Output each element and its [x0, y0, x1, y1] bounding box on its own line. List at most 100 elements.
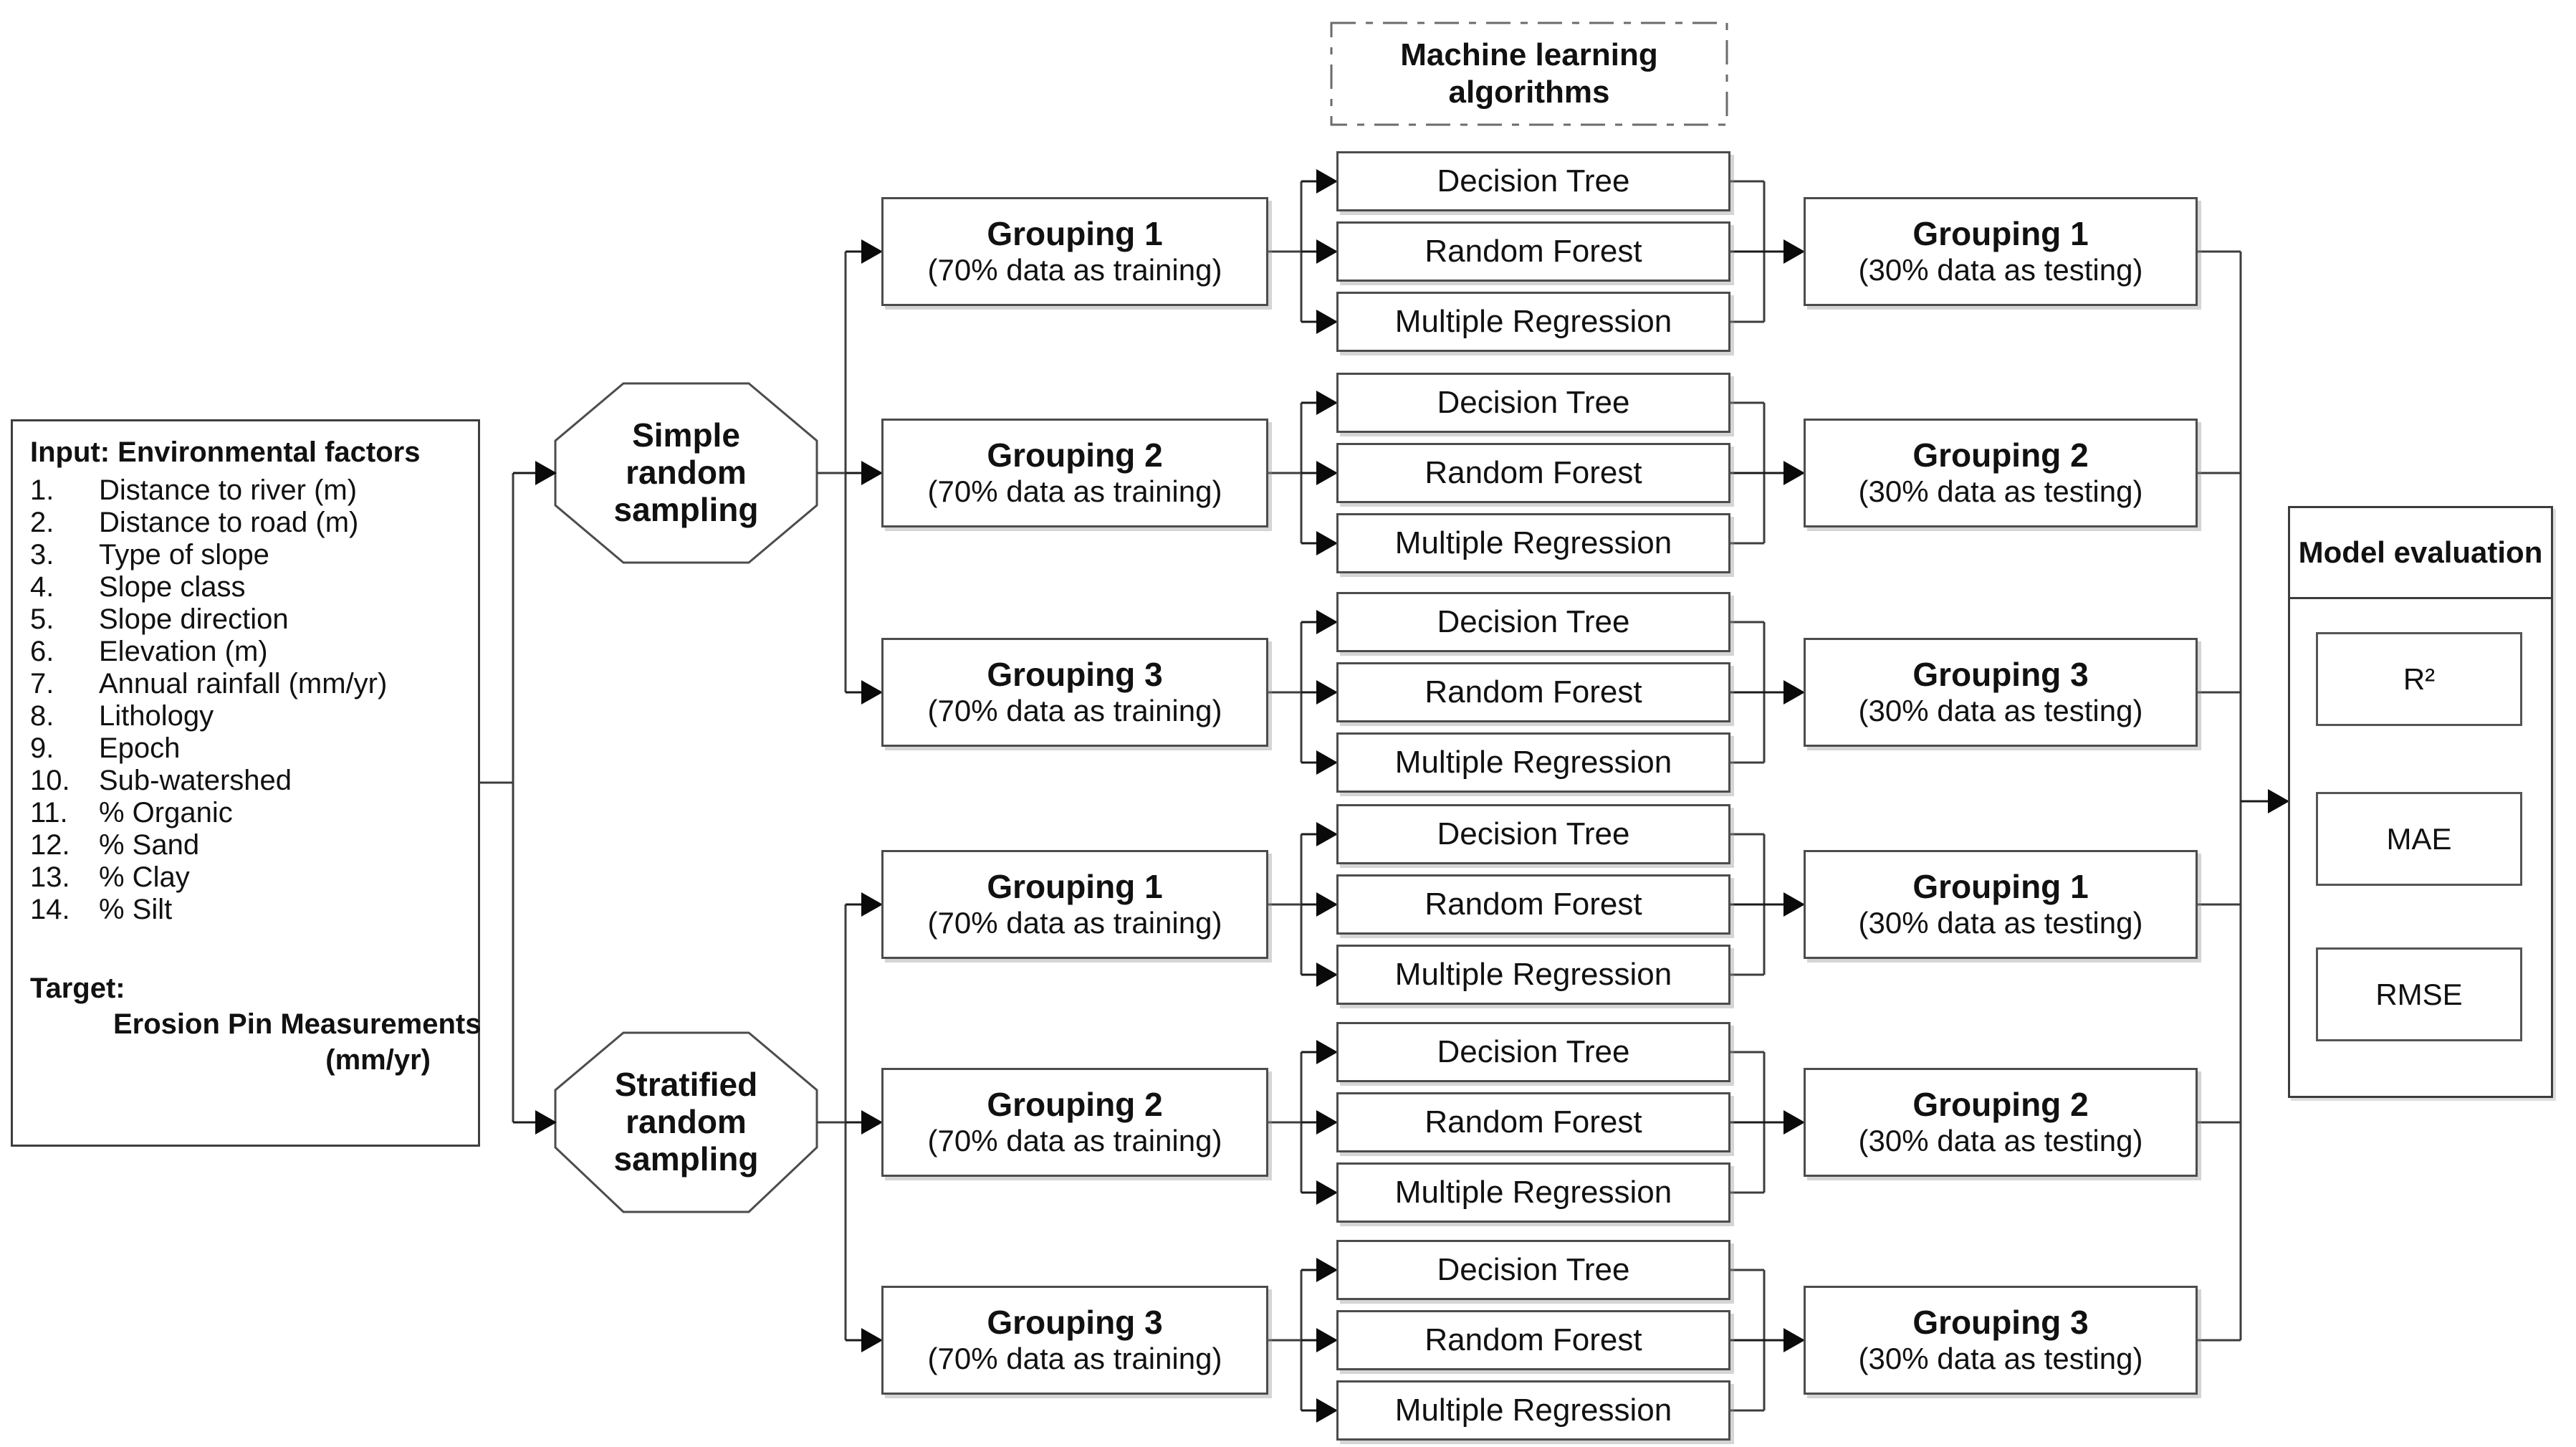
ml-label: Decision Tree: [1437, 385, 1630, 420]
ml-algorithms-dashed-frame: [1330, 22, 1728, 126]
ml-box-random-forest: Random Forest: [1336, 874, 1730, 935]
grouping-subtitle: (30% data as testing): [1858, 253, 2143, 287]
list-item: 1.Distance to river (m): [30, 474, 358, 506]
metric-box-rmse: RMSE: [2316, 947, 2522, 1041]
ml-label: Random Forest: [1425, 674, 1642, 710]
grouping-subtitle: (70% data as training): [927, 694, 1222, 728]
list-item: 7.Annual rainfall (mm/yr): [30, 668, 388, 699]
metric-label: MAE: [2386, 821, 2452, 856]
ml-box-decision-tree: Decision Tree: [1336, 151, 1730, 211]
octagon-label-line: Stratified: [614, 1066, 758, 1104]
ml-box-random-forest: Random Forest: [1336, 221, 1730, 282]
list-item: 11.% Organic: [30, 797, 233, 828]
ml-box-decision-tree: Decision Tree: [1336, 804, 1730, 864]
ml-label: Decision Tree: [1437, 1252, 1630, 1287]
target-label: Target:: [30, 973, 125, 1004]
metric-box-mae: MAE: [2316, 792, 2522, 886]
ml-box-multiple-regression: Multiple Regression: [1336, 292, 1730, 352]
grouping-subtitle: (70% data as training): [927, 1124, 1222, 1158]
target-value-line1: Erosion Pin Measurements: [113, 1008, 482, 1040]
ml-box-multiple-regression: Multiple Regression: [1336, 1162, 1730, 1223]
grouping-70-box: Grouping 2 (70% data as training): [881, 419, 1268, 527]
list-item: 4.Slope class: [30, 571, 246, 603]
grouping-subtitle: (30% data as testing): [1858, 1124, 2143, 1158]
grouping-70-box: Grouping 2 (70% data as training): [881, 1068, 1268, 1177]
ml-box-decision-tree: Decision Tree: [1336, 1240, 1730, 1300]
list-item: 8.Lithology: [30, 700, 214, 732]
grouping-30-box: Grouping 2 (30% data as testing): [1804, 419, 2198, 527]
ml-box-multiple-regression: Multiple Regression: [1336, 945, 1730, 1005]
ml-label: Random Forest: [1425, 234, 1642, 269]
octagon-label-line: random: [626, 1103, 747, 1141]
grouping-subtitle: (30% data as testing): [1858, 474, 2143, 509]
ml-box-multiple-regression: Multiple Regression: [1336, 732, 1730, 793]
ml-label: Random Forest: [1425, 887, 1642, 922]
grouping-title: Grouping 1: [987, 215, 1163, 253]
metric-label: R²: [2403, 662, 2436, 696]
ml-box-decision-tree: Decision Tree: [1336, 1022, 1730, 1082]
grouping-title: Grouping 2: [987, 436, 1163, 474]
ml-header-line: algorithms: [1448, 75, 1610, 110]
ml-label: Multiple Regression: [1394, 1393, 1672, 1428]
ml-box-multiple-regression: Multiple Regression: [1336, 513, 1730, 573]
grouping-subtitle: (70% data as training): [927, 253, 1222, 287]
ml-label: Multiple Regression: [1394, 957, 1672, 992]
octagon-simple-random-sampling: Simple random sampling: [555, 383, 817, 563]
metric-label: RMSE: [2375, 977, 2463, 1011]
model-evaluation-box: Model evaluation R² MAE RMSE: [2288, 506, 2553, 1098]
grouping-30-box: Grouping 3 (30% data as testing): [1804, 1286, 2198, 1395]
grouping-70-box: Grouping 3 (70% data as training): [881, 638, 1268, 747]
ml-label: Decision Tree: [1437, 816, 1630, 851]
ml-label: Multiple Regression: [1394, 1175, 1672, 1210]
grouping-title: Grouping 3: [1912, 656, 2089, 694]
grouping-title: Grouping 2: [1912, 436, 2089, 474]
ml-label: Random Forest: [1425, 1104, 1642, 1140]
grouping-title: Grouping 3: [987, 1304, 1163, 1342]
model-evaluation-title: Model evaluation: [2290, 508, 2551, 599]
octagon-label-line: random: [626, 454, 747, 492]
ml-label: Random Forest: [1425, 455, 1642, 490]
list-item: 5.Slope direction: [30, 603, 289, 635]
grouping-title: Grouping 2: [987, 1086, 1163, 1124]
ml-label: Decision Tree: [1437, 163, 1630, 199]
grouping-70-box: Grouping 3 (70% data as training): [881, 1286, 1268, 1395]
ml-label: Multiple Regression: [1394, 745, 1672, 780]
arrow-lines: [513, 169, 2289, 1423]
grouping-title: Grouping 3: [1912, 1304, 2089, 1342]
grouping-subtitle: (70% data as training): [927, 1342, 1222, 1376]
ml-box-decision-tree: Decision Tree: [1336, 373, 1730, 433]
list-item: 2.Distance to road (m): [30, 507, 359, 538]
target-value-line2: (mm/yr): [325, 1044, 431, 1076]
ml-label: Random Forest: [1425, 1322, 1642, 1357]
grouping-70-box: Grouping 1 (70% data as training): [881, 197, 1268, 306]
ml-label: Multiple Regression: [1394, 304, 1672, 339]
grouping-30-box: Grouping 2 (30% data as testing): [1804, 1068, 2198, 1177]
ml-algorithms-header: Machine learning algorithms: [1331, 23, 1727, 125]
grouping-title: Grouping 1: [987, 868, 1163, 906]
grouping-title: Grouping 3: [987, 656, 1163, 694]
list-item: 13.% Clay: [30, 861, 190, 893]
ml-box-random-forest: Random Forest: [1336, 662, 1730, 722]
grouping-30-box: Grouping 1 (30% data as testing): [1804, 850, 2198, 959]
list-item: 3.Type of slope: [30, 539, 269, 570]
ml-box-decision-tree: Decision Tree: [1336, 592, 1730, 652]
grouping-subtitle: (70% data as training): [927, 906, 1222, 940]
ml-box-multiple-regression: Multiple Regression: [1336, 1380, 1730, 1441]
octagon-label-line: sampling: [613, 490, 759, 528]
ml-label: Multiple Regression: [1394, 525, 1672, 560]
grouping-title: Grouping 1: [1912, 215, 2089, 253]
ml-box-random-forest: Random Forest: [1336, 1092, 1730, 1152]
grouping-subtitle: (30% data as testing): [1858, 694, 2143, 728]
input-title: Input: Environmental factors: [30, 436, 421, 468]
grouping-70-box: Grouping 1 (70% data as training): [881, 850, 1268, 959]
ml-header-line: Machine learning: [1400, 37, 1658, 73]
grouping-30-box: Grouping 3 (30% data as testing): [1804, 638, 2198, 747]
input-box: Input: Environmental factors 1.Distance …: [11, 419, 482, 1147]
grouping-subtitle: (70% data as training): [927, 474, 1222, 509]
octagon-stratified-random-sampling-shape: [554, 1031, 818, 1213]
grouping-subtitle: (30% data as testing): [1858, 906, 2143, 940]
spacer: [30, 926, 471, 970]
grouping-30-box: Grouping 1 (30% data as testing): [1804, 197, 2198, 306]
